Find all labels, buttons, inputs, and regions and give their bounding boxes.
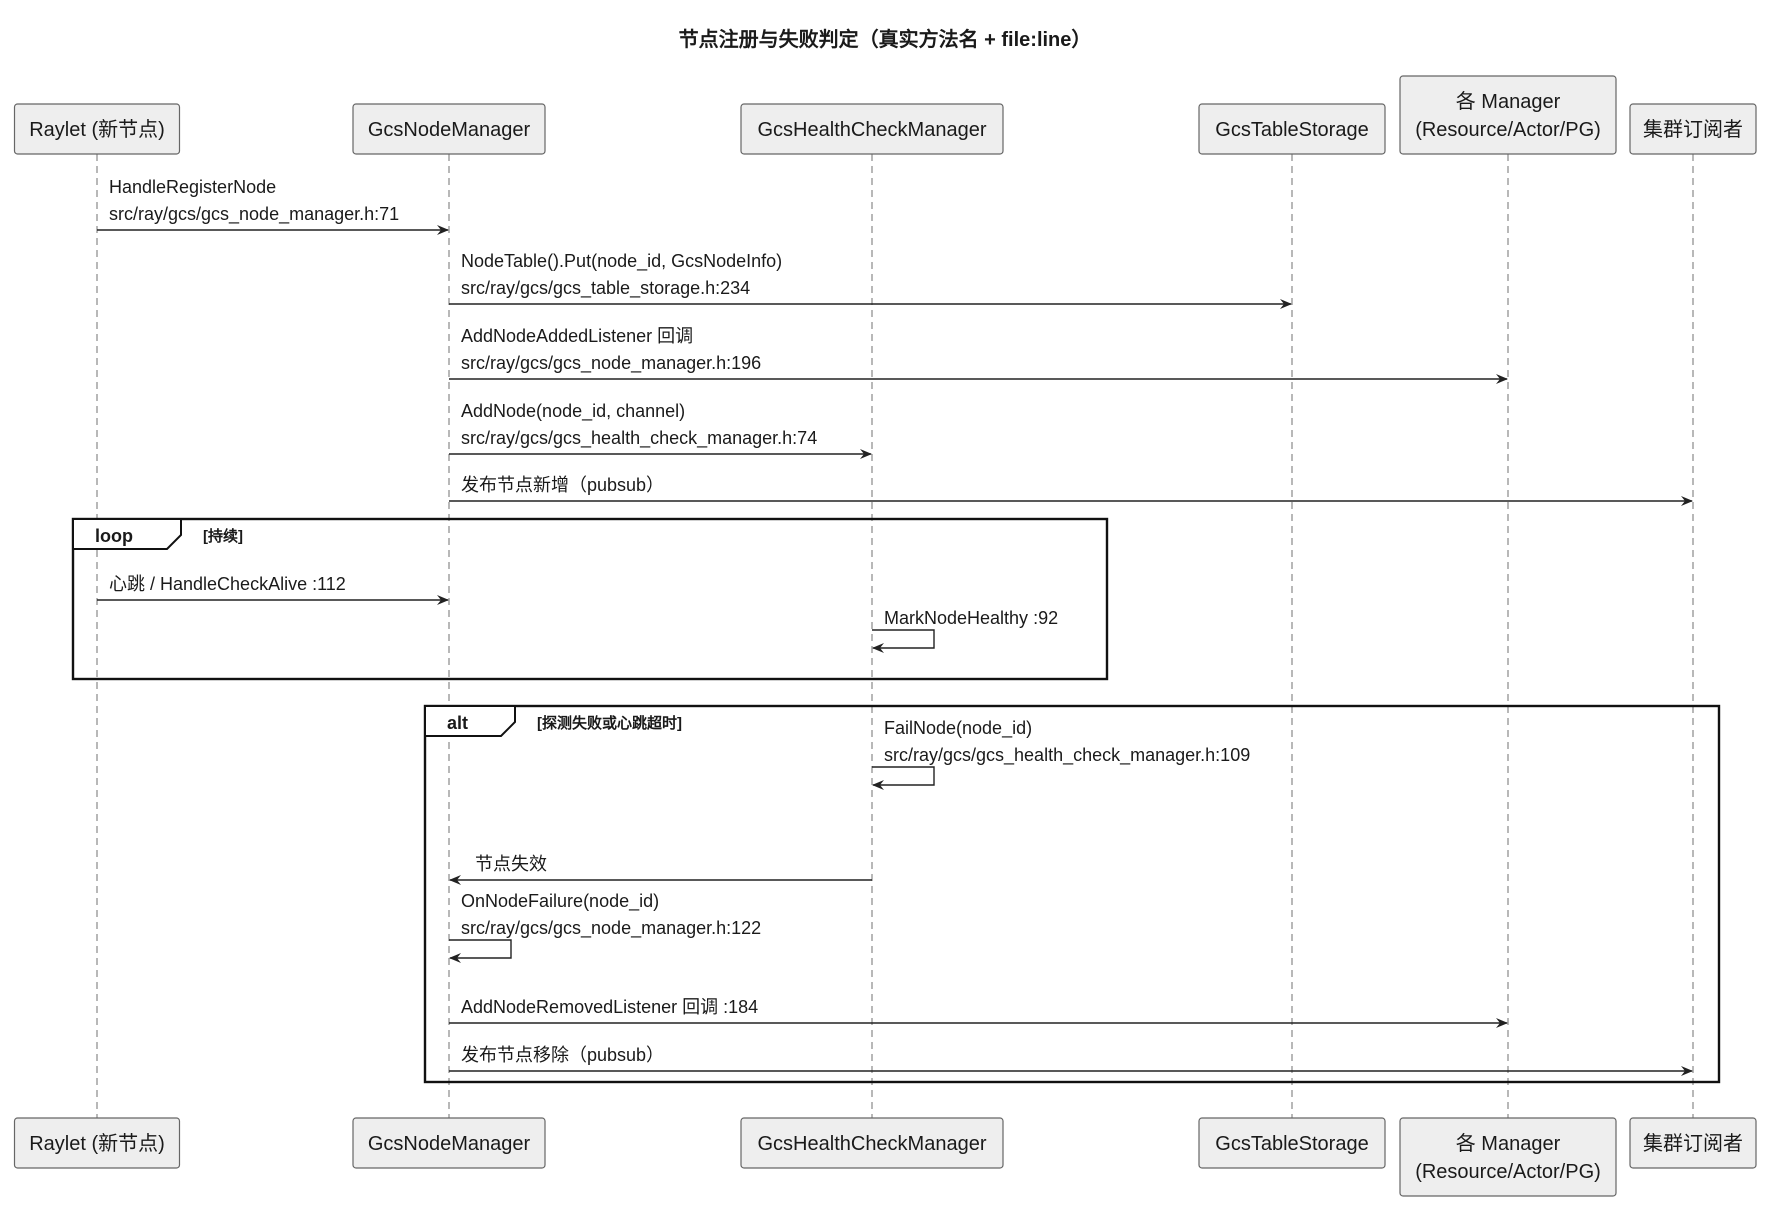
message: FailNode(node_id) src/ray/gcs/gcs_health_… [872,718,1250,790]
participant-box [352,103,546,155]
participant-box [1399,75,1617,155]
message-label: MarkNodeHealthy :92 [884,608,1058,628]
message-label: 发布节点移除（pubsub） [461,1045,664,1065]
participant-label: (Resource/Actor/PG) [1415,1161,1601,1183]
message: NodeTable().Put(node_id, GcsNodeInfo) src… [449,251,1292,309]
participant-label: 集群订阅者 [1643,1132,1743,1155]
message: MarkNodeHealthy :92 [872,608,1058,653]
participant-gcs_table_storage-top: GcsTableStorage [1198,103,1386,155]
message: 发布节点新增（pubsub） [449,475,1693,506]
participant-label: (Resource/Actor/PG) [1415,119,1601,141]
fragment-alt: alt [探测失败或心跳超时] [423,704,1721,1084]
message-label: HandleRegisterNode [109,177,276,197]
participant-box [13,103,181,155]
participant-label: GcsNodeManager [368,1133,531,1155]
fragment-condition: [持续] [203,527,243,545]
participant-box [1629,1117,1757,1169]
participant-gcs_health_check_manager-top: GcsHealthCheckManager [740,103,1004,155]
message: OnNodeFailure(node_id) src/ray/gcs/gcs_no… [449,891,761,963]
participant-box [1198,1117,1386,1169]
participant-label: GcsHealthCheckManager [758,1133,987,1155]
participant-box [1399,1117,1617,1197]
message-label: OnNodeFailure(node_id) [461,891,659,912]
fragments: loop [持续] alt [探测失败或心跳超时] [71,517,1721,1084]
participant-label: Raylet (新节点) [29,118,165,141]
participant-subscribers-top: 集群订阅者 [1629,103,1757,155]
participant-managers-bottom: 各 Manager (Resource/Actor/PG) [1399,1117,1617,1197]
participant-label: 各 Manager [1456,1132,1561,1155]
message-label: 心跳 / HandleCheckAlive :112 [109,574,346,594]
participant-gcs_node_manager-bottom: GcsNodeManager [352,1117,546,1169]
message: AddNodeAddedListener 回调 src/ray/gcs/gcs_n… [449,326,1508,384]
participant-label: GcsTableStorage [1215,1133,1368,1155]
message-label: AddNodeRemovedListener 回调 :184 [461,997,758,1017]
message-label: 发布节点新增（pubsub） [461,475,664,495]
fragment-tab [72,518,182,550]
participant-gcs_table_storage-bottom: GcsTableStorage [1198,1117,1386,1169]
participant-box [1198,103,1386,155]
participant-box [13,1117,181,1169]
message: AddNodeRemovedListener 回调 :184 [449,997,1508,1028]
message-label: src/ray/gcs/gcs_node_manager.h:122 [461,918,761,939]
message-label: src/ray/gcs/gcs_health_check_manager.h:7… [461,428,817,449]
message: 发布节点移除（pubsub） [449,1045,1693,1076]
participant-label: GcsTableStorage [1215,119,1368,141]
message-arrow [449,939,512,963]
participant-label: 集群订阅者 [1643,118,1743,141]
participant-label: 各 Manager [1456,90,1561,113]
message-label: src/ray/gcs/gcs_table_storage.h:234 [461,278,750,299]
message: HandleRegisterNode src/ray/gcs/gcs_node_m… [97,177,449,235]
diagram-title: 节点注册与失败判定（真实方法名 + file:line） [679,27,1092,51]
participant-box [740,103,1004,155]
message-label: src/ray/gcs/gcs_node_manager.h:196 [461,353,761,374]
message: 节点失效 [449,854,872,885]
message-label: AddNode(node_id, channel) [461,401,685,422]
messages: HandleRegisterNode src/ray/gcs/gcs_node_m… [97,177,1693,1076]
participant-label: Raylet (新节点) [29,1132,165,1155]
lifelines [96,154,1694,1118]
participant-box [740,1117,1004,1169]
participant-gcs_health_check_manager-bottom: GcsHealthCheckManager [740,1117,1004,1169]
message-label: NodeTable().Put(node_id, GcsNodeInfo) [461,251,782,272]
participant-subscribers-bottom: 集群订阅者 [1629,1117,1757,1169]
message-label: 节点失效 [475,854,547,874]
fragment-condition: [探测失败或心跳超时] [537,714,682,732]
participant-gcs_node_manager-top: GcsNodeManager [352,103,546,155]
message-label: FailNode(node_id) [884,718,1032,739]
message-label: AddNodeAddedListener 回调 [461,326,693,346]
fragment-frame [423,704,1721,1084]
participant-raylet-top: Raylet (新节点) [13,103,181,155]
message-arrow [872,766,935,790]
fragment-loop: loop [持续] [71,517,1109,681]
fragment-keyword: loop [95,526,133,546]
fragment-keyword: alt [447,713,468,733]
participant-raylet-bottom: Raylet (新节点) [13,1117,181,1169]
message-label: src/ray/gcs/gcs_health_check_manager.h:1… [884,745,1250,766]
message-label: src/ray/gcs/gcs_node_manager.h:71 [109,204,399,225]
participant-label: GcsNodeManager [368,119,531,141]
participant-label: GcsHealthCheckManager [758,119,987,141]
participants: Raylet (新节点)Raylet (新节点)GcsNodeManagerGc… [13,75,1757,1197]
participant-box [1629,103,1757,155]
participant-managers-top: 各 Manager (Resource/Actor/PG) [1399,75,1617,155]
participant-box [352,1117,546,1169]
message: AddNode(node_id, channel) src/ray/gcs/gcs… [449,401,872,459]
message-arrow [872,629,935,653]
fragment-frame [71,517,1109,681]
message: 心跳 / HandleCheckAlive :112 [97,574,449,605]
fragment-tab [424,705,516,737]
